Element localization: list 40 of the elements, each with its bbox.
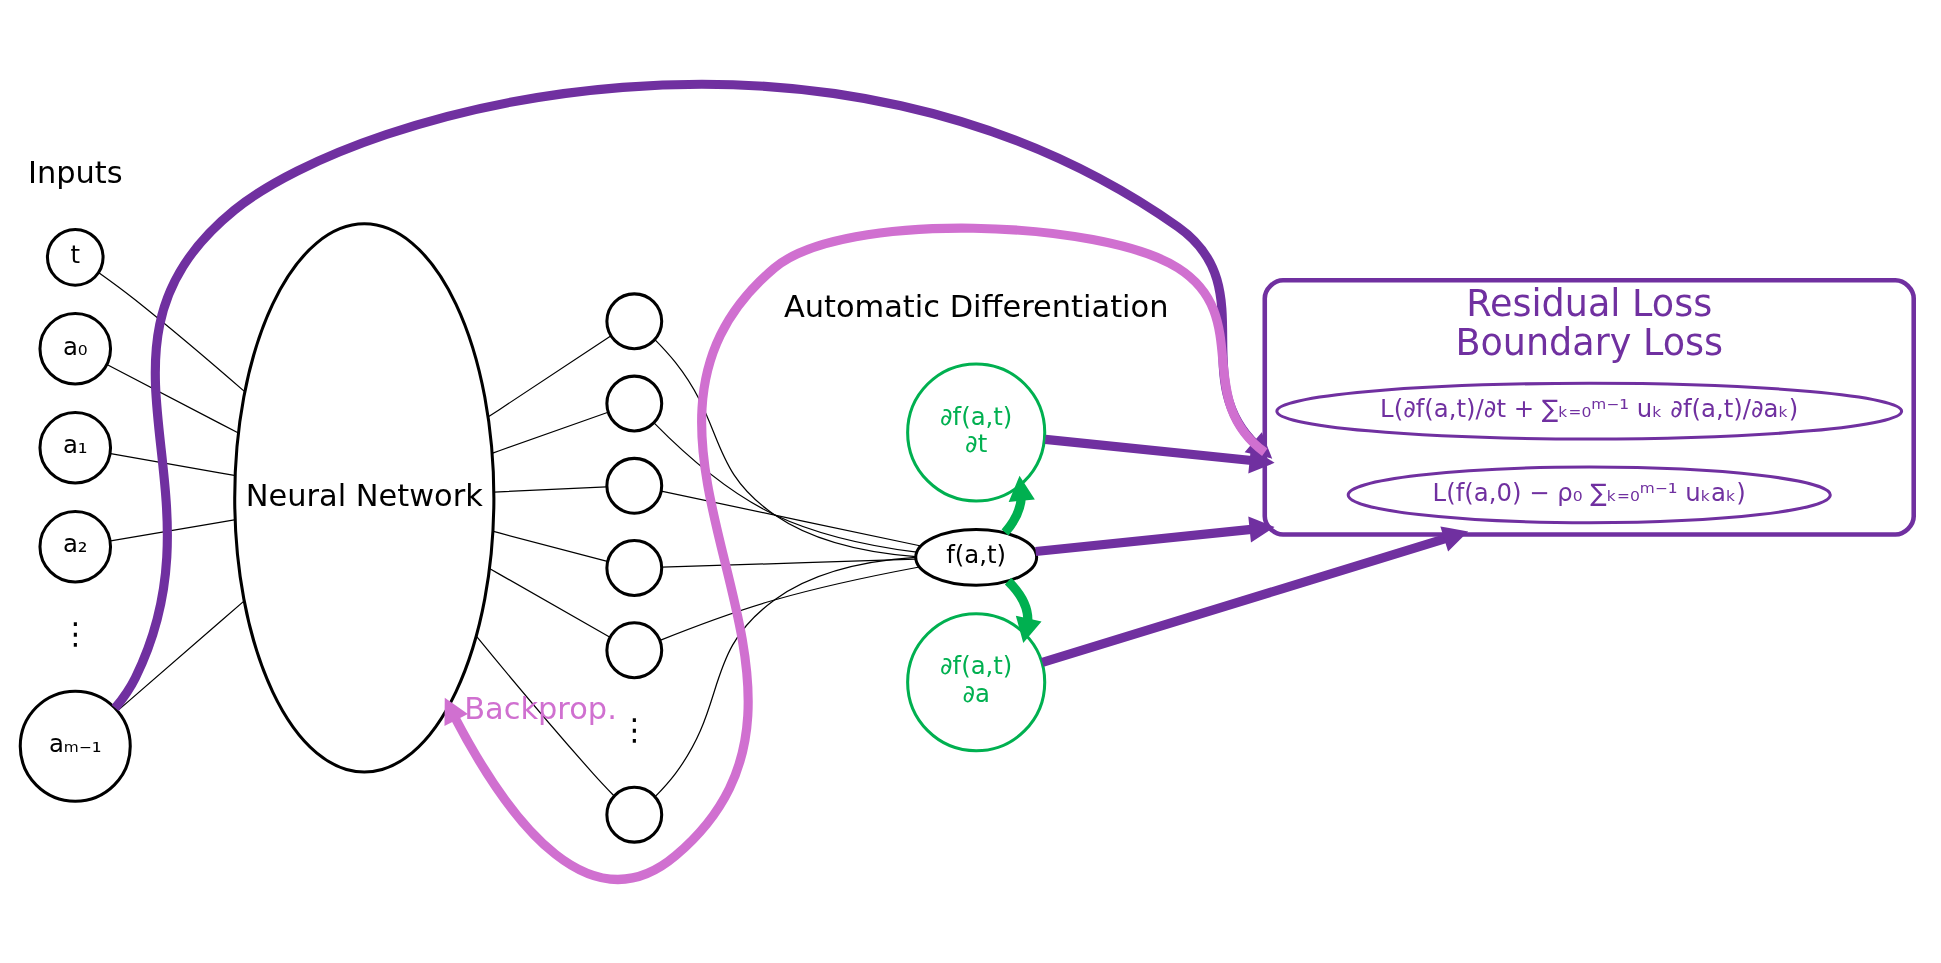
arrow — [1001, 475, 1035, 535]
node-circle — [605, 456, 664, 515]
label: ⋮ — [60, 615, 91, 651]
label: ⋮ — [619, 711, 650, 747]
node-circle: t — [45, 227, 105, 287]
connector — [98, 271, 245, 392]
arrow — [1004, 577, 1042, 643]
connector — [654, 338, 917, 557]
connector — [654, 556, 917, 797]
node-circle: ∂f(a,t) ∂a — [906, 611, 1047, 752]
node-circle — [605, 291, 664, 350]
connector — [106, 363, 239, 433]
arrow — [1044, 434, 1275, 473]
connector — [492, 411, 609, 454]
node-ellipse: f(a,t) — [914, 527, 1039, 587]
connector — [488, 334, 612, 417]
connector — [110, 518, 235, 541]
label: Inputs — [27, 154, 123, 190]
node-circle — [605, 785, 664, 844]
node-circle: a₂ — [38, 509, 113, 583]
node-circle: a₁ — [38, 410, 113, 484]
arrow — [444, 223, 1268, 883]
connector — [110, 452, 235, 476]
connector — [653, 421, 918, 553]
node-ellipse: L(f(a,0) − ρ₀ ∑ₖ₌₀ᵐ⁻¹ uₖaₖ) — [1346, 465, 1832, 524]
arrow — [1035, 515, 1275, 556]
connector — [492, 530, 608, 562]
arrow — [1041, 525, 1469, 667]
label: Automatic Differentiation — [783, 288, 1169, 324]
connector — [493, 485, 608, 493]
node-circle — [605, 620, 664, 679]
connector — [489, 567, 611, 638]
node-circle — [605, 374, 664, 432]
connector — [661, 558, 917, 568]
node-circle: a₀ — [38, 311, 113, 385]
node-ellipse: L(∂f(a,t)/∂t + ∑ₖ₌₀ᵐ⁻¹ uₖ ∂f(a,t)/∂aₖ) — [1275, 381, 1904, 440]
connector — [659, 565, 920, 641]
connector — [660, 490, 922, 547]
node-circle: aₘ₋₁ — [18, 689, 132, 803]
node-circle — [605, 538, 664, 597]
